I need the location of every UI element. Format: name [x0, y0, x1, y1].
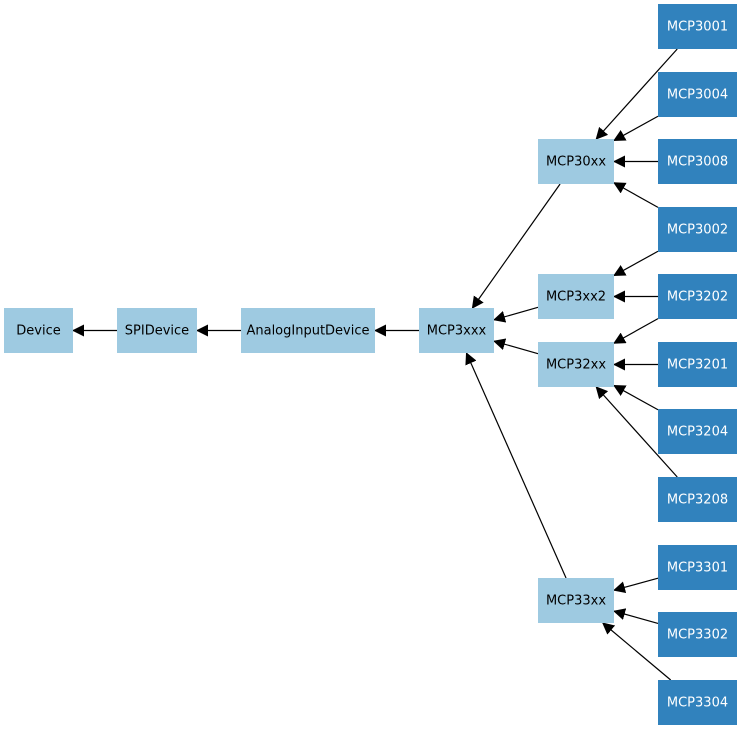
node-mcp33xx: MCP33xx — [538, 578, 614, 623]
inheritance-edge — [613, 384, 659, 411]
node-mcp3001: MCP3001 — [658, 4, 737, 49]
edge-mcp3302-to-mcp33xx — [613, 608, 659, 625]
edge-mcp3002-to-mcp3xx2 — [613, 250, 659, 277]
node-label: MCP3302 — [667, 628, 728, 643]
node-mcp32xx: MCP32xx — [538, 342, 614, 387]
inheritance-edge — [613, 608, 659, 625]
node-label: MCP3301 — [667, 561, 728, 576]
node-mcp3002: MCP3002 — [658, 207, 737, 252]
node-label: MCP3004 — [667, 88, 728, 103]
node-label: MCP3204 — [667, 425, 728, 440]
inheritance-edge — [465, 352, 567, 579]
inheritance-edge — [493, 338, 539, 355]
edge-mcp3001-to-mcp30xx — [595, 48, 678, 140]
node-label: MCP3208 — [667, 493, 728, 508]
node-label: MCP3202 — [667, 290, 728, 305]
edge-mcp33xx-to-mcp3xxx — [465, 352, 567, 579]
node-mcp30xx: MCP30xx — [538, 139, 614, 184]
node-label: Device — [16, 324, 60, 339]
inheritance-edge — [493, 306, 539, 323]
node-mcp3xx2: MCP3xx2 — [538, 274, 614, 319]
inheritance-edge — [613, 318, 659, 344]
node-mcp3201: MCP3201 — [658, 342, 737, 387]
inheritance-edge — [613, 250, 659, 277]
node-mcp3204: MCP3204 — [658, 409, 737, 454]
edge-mcp3xx2-to-mcp3xxx — [493, 306, 539, 323]
node-label: MCP3xx2 — [546, 290, 606, 305]
node-label: MCP3201 — [667, 358, 728, 373]
node-mcp3304: MCP3304 — [658, 680, 737, 725]
inheritance-edge — [613, 577, 659, 594]
inheritance-edge — [595, 48, 678, 140]
node-label: MCP3002 — [667, 223, 728, 238]
node-mcp3008: MCP3008 — [658, 139, 737, 184]
edge-mcp3204-to-mcp32xx — [613, 384, 659, 411]
node-mcp3004: MCP3004 — [658, 72, 737, 117]
node-mcp3208: MCP3208 — [658, 477, 737, 522]
node-mcp3xxx: MCP3xxx — [419, 308, 494, 353]
inheritance-edge — [471, 183, 561, 309]
node-label: MCP3xxx — [427, 324, 487, 339]
edges-layer — [72, 48, 678, 681]
node-label: MCP3304 — [667, 696, 728, 711]
node-spidevice: SPIDevice — [117, 308, 197, 353]
node-label: MCP3008 — [667, 155, 728, 170]
node-label: SPIDevice — [125, 324, 189, 339]
node-mcp3202: MCP3202 — [658, 274, 737, 319]
inheritance-edge — [602, 622, 672, 681]
inheritance-edge — [613, 182, 659, 208]
inheritance-edge — [595, 386, 678, 478]
node-device: Device — [4, 308, 73, 353]
edge-mcp30xx-to-mcp3xxx — [471, 183, 561, 309]
edge-mcp3208-to-mcp32xx — [595, 386, 678, 478]
edge-mcp32xx-to-mcp3xxx — [493, 338, 539, 355]
node-mcp3301: MCP3301 — [658, 545, 737, 590]
node-analoginputdevice: AnalogInputDevice — [241, 308, 375, 353]
node-label: AnalogInputDevice — [246, 324, 369, 339]
node-label: MCP32xx — [546, 358, 606, 373]
edge-mcp3304-to-mcp33xx — [602, 622, 672, 681]
node-mcp3302: MCP3302 — [658, 612, 737, 657]
node-label: MCP3001 — [667, 20, 728, 35]
node-label: MCP33xx — [546, 594, 606, 609]
inheritance-edge — [613, 115, 659, 142]
edge-mcp3002-to-mcp30xx — [613, 182, 659, 208]
node-label: MCP30xx — [546, 155, 606, 170]
edge-mcp3301-to-mcp33xx — [613, 577, 659, 594]
edge-mcp3004-to-mcp30xx — [613, 115, 659, 142]
edge-mcp3202-to-mcp32xx — [613, 318, 659, 344]
